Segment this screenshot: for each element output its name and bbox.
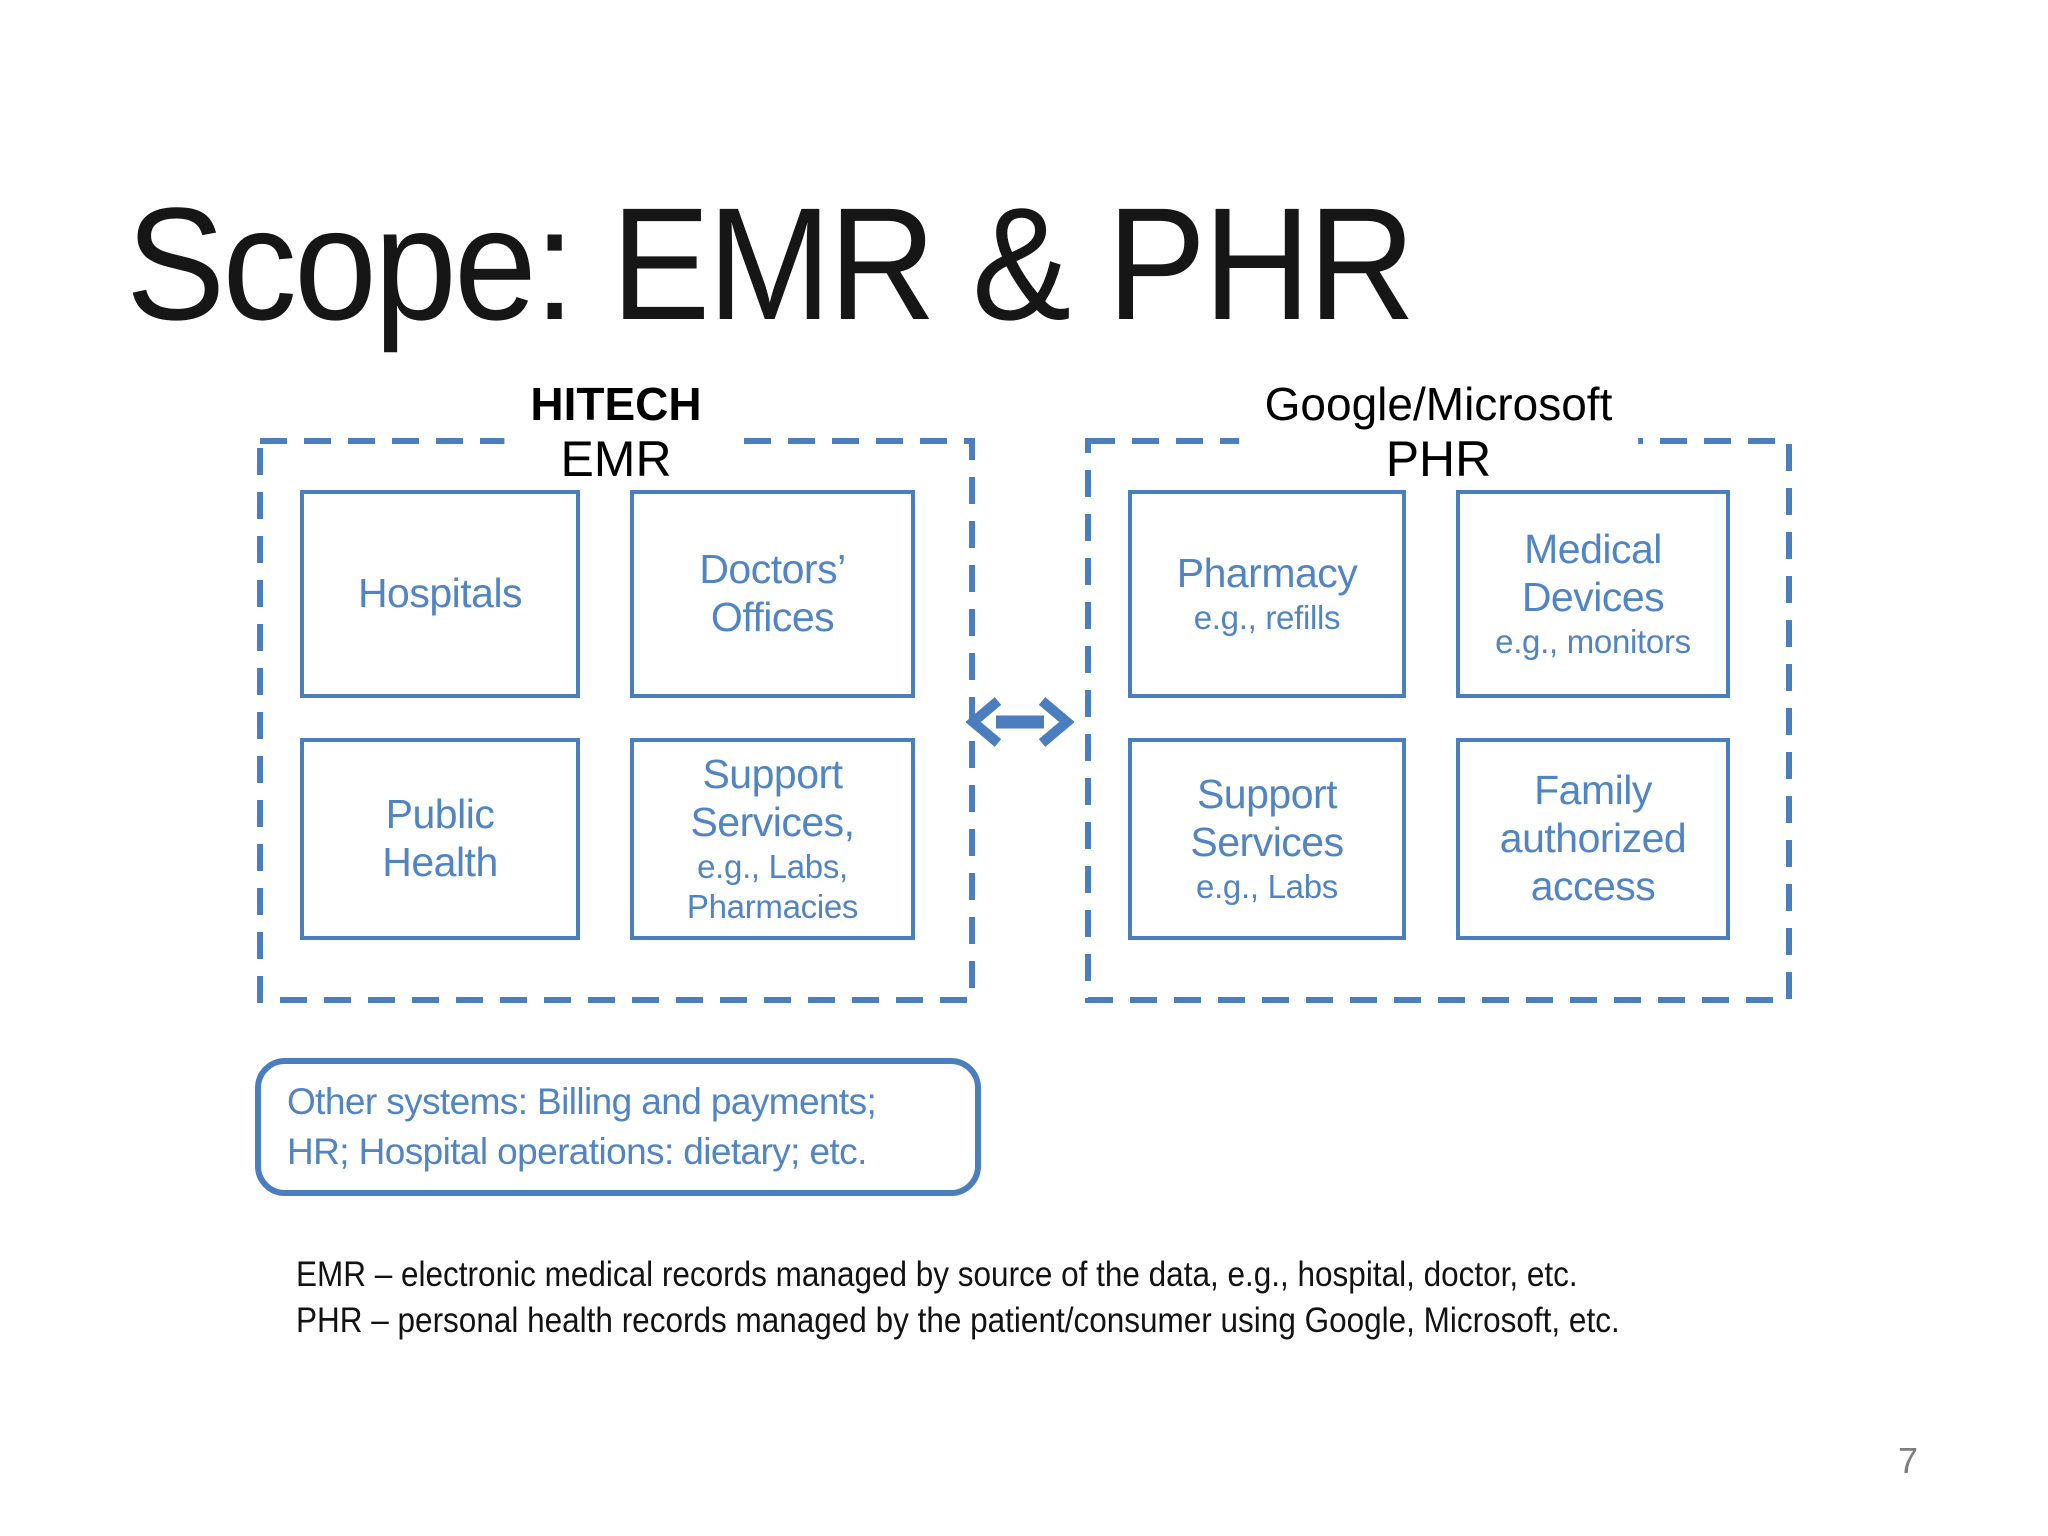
left-right-arrow-icon: [966, 697, 1074, 747]
support-emr-line1: Support: [702, 750, 843, 797]
family-line1: Family: [1534, 767, 1652, 814]
medical-devices-box: Medical Devices e.g., monitors: [1456, 490, 1730, 698]
other-systems-note: Other systems: Billing and payments; HR;…: [255, 1058, 981, 1196]
emr-group-label: HITECH EMR: [504, 378, 728, 488]
pharmacy-sub: e.g., refills: [1193, 598, 1341, 636]
support-emr-line2: Services,: [690, 798, 855, 845]
pharmacy-label: Pharmacy: [1176, 549, 1358, 596]
emr-label: EMR: [560, 431, 672, 488]
google-microsoft-heading: Google/Microsoft: [1264, 378, 1613, 430]
public-health-box: Public Health: [300, 738, 580, 940]
medical-devices-sub: e.g., monitors: [1495, 622, 1691, 660]
phr-label: PHR: [1385, 431, 1492, 488]
definitions: EMR – electronic medical records managed…: [296, 1252, 1767, 1343]
support-phr-line1: Support: [1196, 770, 1338, 817]
support-phr-line2: Services: [1190, 818, 1344, 865]
doctors-offices-box: Doctors’ Offices: [630, 490, 915, 698]
other-systems-line1: Other systems: Billing and payments;: [287, 1081, 877, 1123]
doctors-label-line2: Offices: [710, 594, 835, 640]
public-health-line2: Health: [382, 839, 498, 885]
support-emr-sub2: Pharmacies: [686, 887, 859, 925]
emr-group: HITECH EMR Hospitals Doctors’ Offices Pu…: [257, 378, 975, 1003]
slide-title: Scope: EMR & PHR: [126, 174, 1416, 353]
phr-group: Google/Microsoft PHR Pharmacy e.g., refi…: [1085, 378, 1792, 1003]
emr-definition: EMR – electronic medical records managed…: [296, 1255, 1578, 1294]
public-health-line1: Public: [385, 791, 495, 838]
other-systems-line2: HR; Hospital operations: dietary; etc.: [287, 1131, 867, 1172]
doctors-label-line1: Doctors’: [699, 546, 846, 593]
support-emr-sub1: e.g., Labs,: [697, 847, 848, 885]
support-services-emr-box: Support Services, e.g., Labs, Pharmacies: [630, 738, 915, 940]
phr-group-label: Google/Microsoft PHR: [1238, 378, 1639, 488]
hospitals-label: Hospitals: [357, 570, 523, 617]
support-services-phr-box: Support Services e.g., Labs: [1128, 738, 1406, 940]
family-access-box: Family authorized access: [1456, 738, 1730, 940]
phr-dashed-frame: [1085, 438, 1792, 1003]
medical-devices-line2: Devices: [1521, 573, 1665, 620]
phr-definition: PHR – personal health records managed by…: [296, 1300, 1620, 1340]
pharmacy-box: Pharmacy e.g., refills: [1128, 490, 1406, 698]
family-line2: authorized: [1499, 815, 1687, 862]
hitech-heading: HITECH: [530, 378, 702, 430]
page-number: 7: [1898, 1440, 1919, 1481]
hospitals-box: Hospitals: [300, 490, 580, 698]
family-line3: access: [1530, 862, 1656, 909]
medical-devices-line1: Medical: [1524, 525, 1662, 572]
support-phr-sub: e.g., Labs: [1196, 867, 1338, 905]
